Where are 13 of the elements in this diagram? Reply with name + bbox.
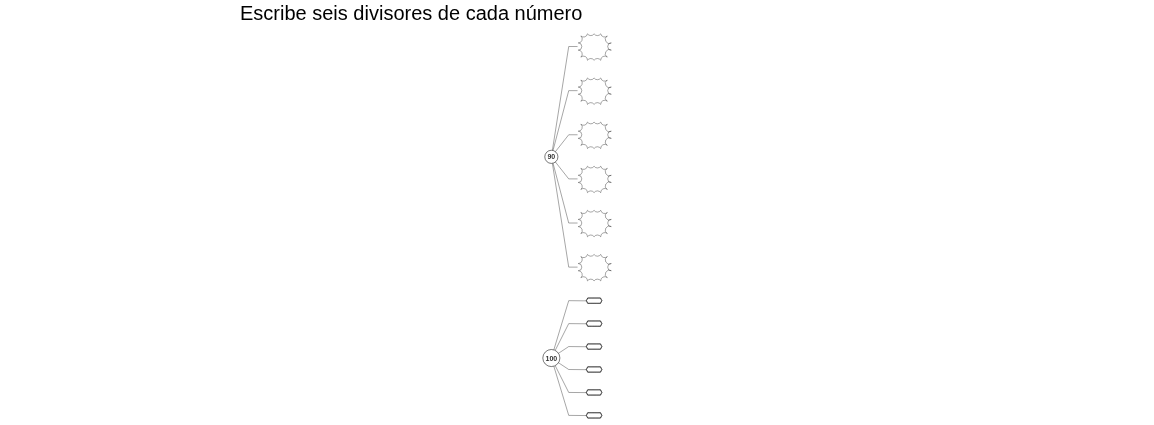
node-burst — [577, 121, 612, 149]
connector — [554, 323, 587, 351]
connector — [558, 362, 587, 370]
node-burst — [577, 209, 612, 237]
connector — [558, 345, 587, 354]
node-burst — [577, 165, 612, 193]
node-burst — [577, 77, 612, 105]
connector — [553, 300, 587, 350]
connector — [553, 365, 587, 416]
connector — [554, 365, 587, 393]
title: Escribe seis divisores de cada número — [239, 1, 584, 26]
node-burst — [577, 253, 612, 281]
node-burst — [577, 33, 612, 61]
